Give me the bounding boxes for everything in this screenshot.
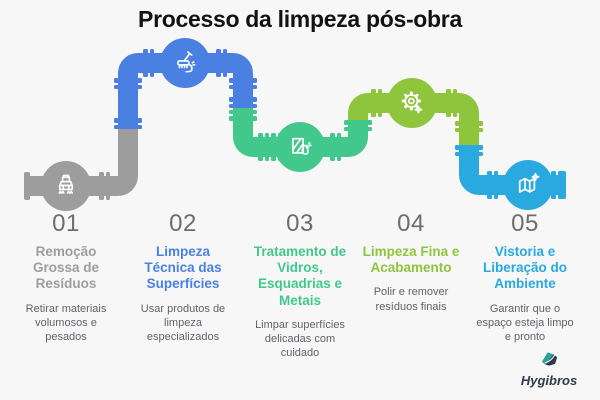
pipe-coupling-ring (344, 126, 372, 131)
pipe-coupling-ring (114, 124, 142, 129)
step-3-number: 03 (286, 210, 314, 237)
pipe-coupling-ring (271, 133, 276, 161)
step-5-node (503, 160, 553, 210)
pipe-coupling-ring (105, 172, 110, 200)
pipe-elbow (459, 175, 479, 195)
pipe-coupling-ring (229, 103, 257, 108)
pipe-coupling-ring (487, 171, 492, 199)
pipe-coupling-ring (446, 89, 451, 117)
pipe-coupling-ring (455, 145, 483, 150)
pipe-coupling-ring (143, 49, 148, 77)
pipe-coupling-ring (149, 49, 154, 77)
pipe-coupling-ring (99, 172, 104, 200)
page-title: Processo da limpeza pós-obra (138, 6, 462, 32)
brand-logo: Hygibros (517, 351, 581, 388)
step-3-title: Tratamento de Vidros, Esquadrias e Metai… (253, 244, 347, 308)
pipe-coupling-ring (455, 151, 483, 156)
pipe-coupling-ring (264, 133, 269, 161)
step-5-number: 05 (511, 210, 539, 237)
pipe-coupling-ring (336, 133, 341, 161)
pipe-coupling-ring (114, 84, 142, 89)
pipe-elbow (348, 93, 368, 113)
step-3-column: 03 Tratamento de Vidros, Esquadrias e Me… (241, 211, 359, 361)
step-2-node (160, 38, 210, 88)
step-2-description: Usar produtos de limpeza especializados (140, 302, 226, 344)
pipe-coupling-ring (229, 109, 257, 114)
pipe-end-cap (24, 172, 30, 200)
step-1-node (41, 161, 91, 211)
pipe-elbow (118, 176, 138, 196)
pipe-elbow (233, 53, 253, 73)
pipe-segment (459, 145, 479, 175)
step-4-description: Polir e remover resíduos finais (373, 286, 449, 313)
step-1-description: Retirar materiais volumosos e pesados (25, 302, 107, 344)
step-5-description: Garantir que o espaço esteja limpo e pro… (476, 302, 574, 344)
pipe-coupling-ring (229, 78, 257, 83)
pipe-coupling-ring (455, 127, 483, 132)
pipe-coupling-ring (330, 133, 335, 161)
step-5-title: Vistoria e Liberação do Ambiente (482, 244, 568, 292)
scrub-brush-icon (177, 51, 196, 73)
pipe-coupling-ring (216, 49, 221, 77)
step-2-title: Limpeza Técnica das Superfícies (144, 244, 222, 292)
brand-name: Hygibros (520, 373, 578, 388)
pipe-coupling-ring (371, 89, 376, 117)
pipe-coupling-ring (452, 89, 457, 117)
pipe-coupling-ring (258, 133, 263, 161)
pipe-elbow (459, 93, 479, 113)
step-3-description: Limpar superfícies delicadas com cuidado (255, 318, 345, 360)
step-1-number: 01 (52, 210, 80, 237)
step-5-column: 05 Vistoria e Liberação do Ambiente Gara… (466, 211, 584, 344)
pipe-coupling-ring (551, 171, 556, 199)
step-3-node (275, 122, 325, 172)
step-2-number: 02 (169, 210, 197, 237)
hygibros-logo-icon (541, 352, 557, 366)
gear-sparkle-icon (401, 91, 423, 114)
window-spray-icon (292, 137, 312, 155)
pipe-elbow (233, 137, 253, 157)
pipe-coupling-ring (229, 84, 257, 89)
pipe-coupling-ring (229, 97, 257, 102)
pipe-elbow (118, 53, 138, 73)
pipe-coupling-ring (114, 78, 142, 83)
pipe-coupling-ring (114, 118, 142, 123)
step-4-column: 04 Limpeza Fina e Acabamento Polir e rem… (352, 211, 470, 314)
pipe-coupling-ring (455, 121, 483, 126)
pipe-segment (233, 108, 253, 137)
pipe-coupling-ring (229, 116, 257, 121)
pipe-segment (118, 128, 138, 176)
pipe-end-cap (560, 171, 566, 199)
dump-truck-icon (58, 174, 74, 194)
step-1-title: Remoção Grossa de Resíduos (32, 244, 100, 292)
pipe-coupling-ring (557, 171, 562, 199)
map-sparkle-icon (518, 172, 540, 193)
pipe-segment (348, 113, 368, 122)
pipe-coupling-ring (344, 120, 372, 125)
pipe-coupling-ring (493, 171, 498, 199)
step-2-column: 02 Limpeza Técnica das Superfícies Usar … (124, 211, 242, 344)
step-4-number: 04 (397, 210, 425, 237)
step-1-column: 01 Remoção Grossa de Resíduos Retirar ma… (7, 211, 125, 344)
pipe-coupling-ring (222, 49, 227, 77)
step-4-node (387, 78, 437, 128)
step-4-title: Limpeza Fina e Acabamento (362, 244, 460, 276)
pipe-coupling-ring (377, 89, 382, 117)
pipe-elbow (348, 137, 368, 157)
